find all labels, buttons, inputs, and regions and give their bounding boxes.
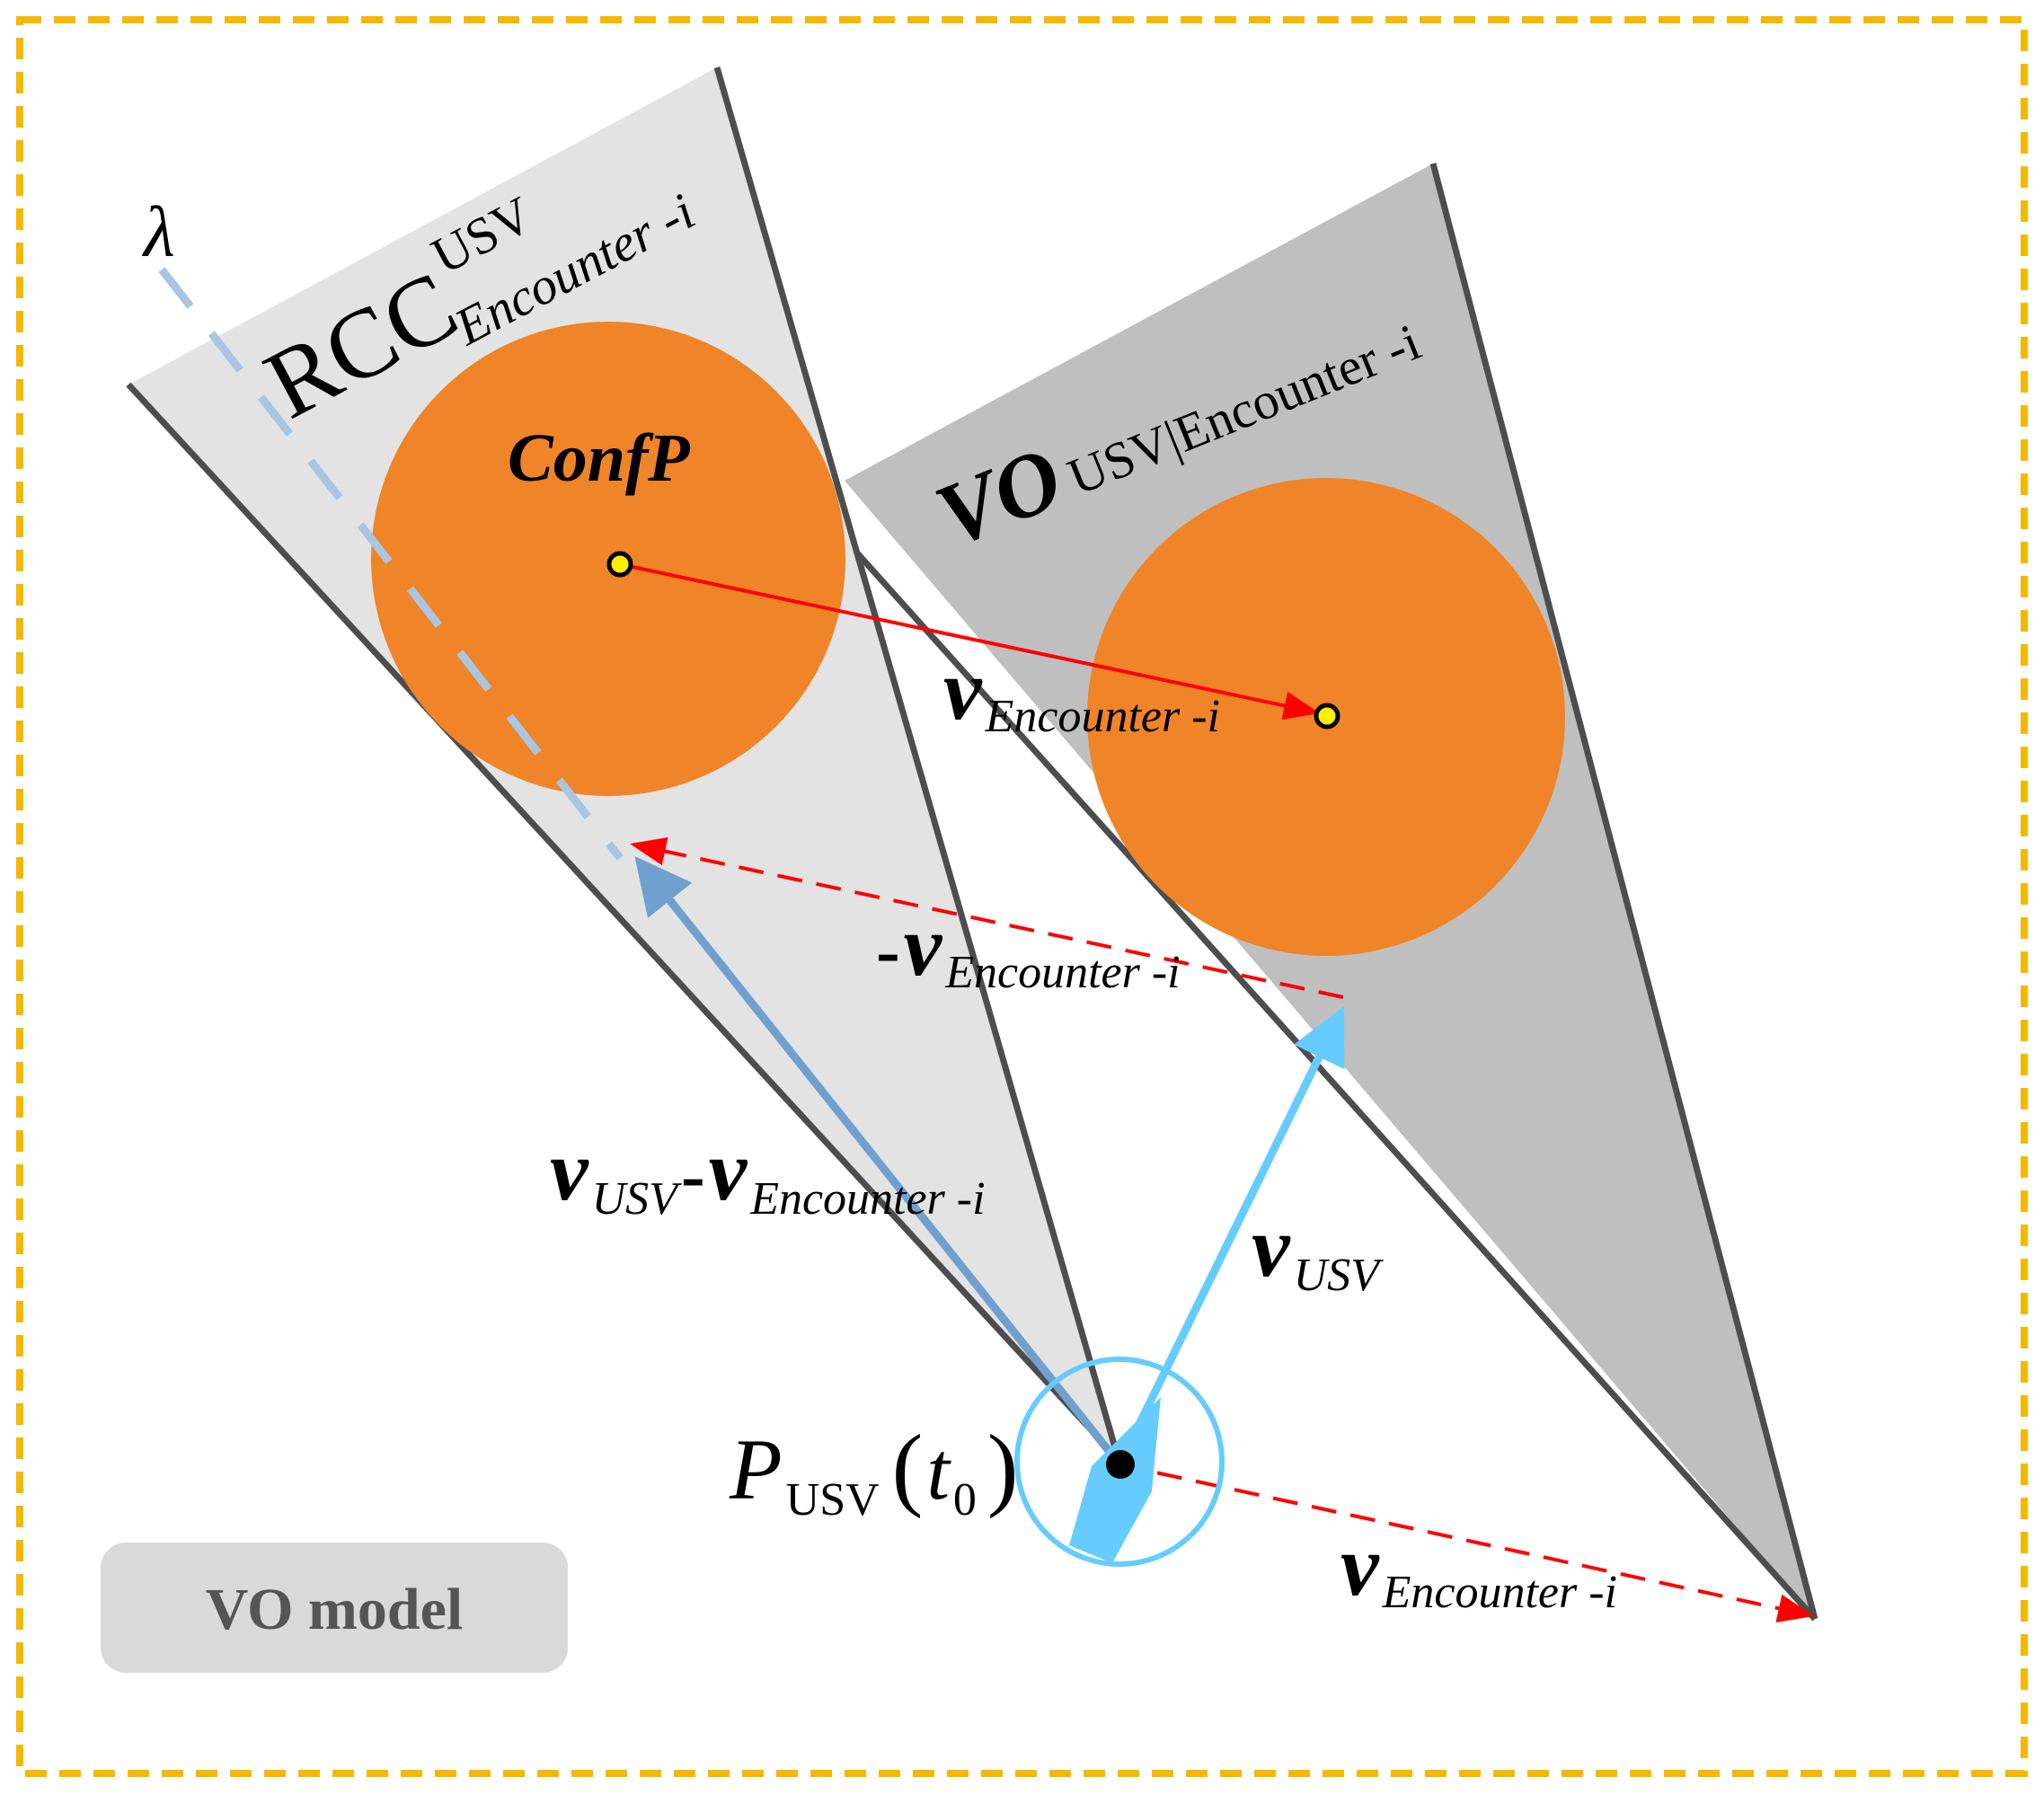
neg-v-encounter-label: - v Encounter -i bbox=[876, 898, 1181, 998]
rcc-cone-left-edge bbox=[126, 382, 1121, 1463]
neg-v-encounter-arrow bbox=[630, 836, 1344, 999]
vo-model-badge-text: VO model bbox=[206, 1577, 464, 1642]
confp-center-point bbox=[606, 551, 633, 578]
rcc-cone-right-edge bbox=[713, 66, 1122, 1461]
vo-center-point bbox=[1314, 703, 1341, 729]
v-encounter-usv-label: v Encounter -i bbox=[1341, 1517, 1617, 1618]
circle-icon bbox=[1014, 1357, 1225, 1567]
dot-icon bbox=[1106, 1450, 1135, 1479]
v-encounter-label: v Encounter -i bbox=[943, 641, 1220, 742]
v-usv-arrow bbox=[1119, 1005, 1345, 1459]
v-usv-label: v USV bbox=[1252, 1198, 1384, 1301]
v-encounter-arrow bbox=[619, 562, 1320, 721]
relative-velocity-arrow bbox=[634, 855, 1119, 1463]
relative-velocity-label: v USV - v Encounter -i bbox=[550, 1122, 986, 1225]
lambda-label: λ bbox=[142, 193, 175, 272]
ship-hull-icon bbox=[1069, 1397, 1161, 1563]
vo-cone-right-edge bbox=[1429, 163, 1818, 1620]
confp-label: ConfP bbox=[508, 420, 690, 496]
vo-cone-left-edge bbox=[842, 536, 1818, 1622]
lambda-line bbox=[158, 267, 624, 861]
usv-position-label: P USV ( t 0 ) bbox=[729, 1416, 1019, 1525]
vo-model-badge: VO model bbox=[101, 1543, 568, 1673]
dashed-frame bbox=[16, 16, 2028, 1777]
